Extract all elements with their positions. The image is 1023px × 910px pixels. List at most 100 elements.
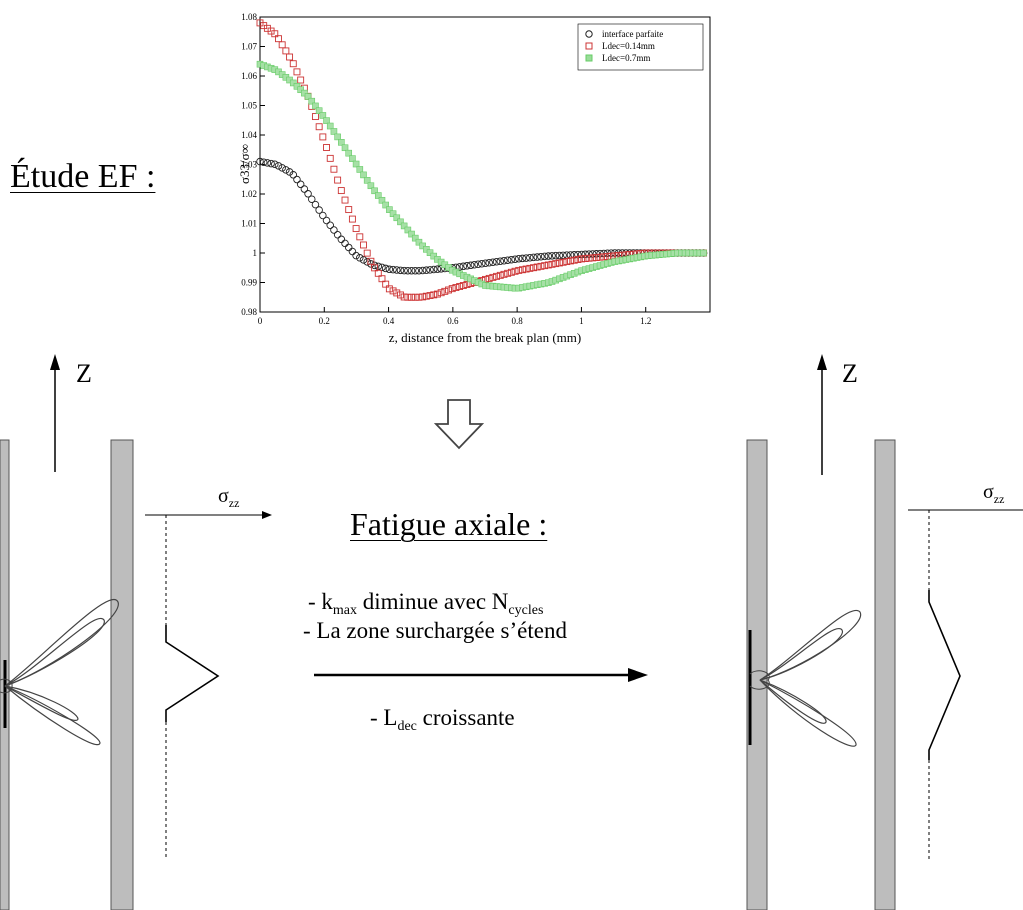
right-arrow-icon [314,668,648,682]
data-point [548,252,556,260]
data-point [511,267,519,275]
data-point [503,256,512,264]
data-point [500,270,508,278]
data-point [297,76,305,84]
data-point [319,112,327,119]
bullet-ldec: - Ldec croissante [370,705,515,734]
data-point [470,261,479,269]
legend-label-ldec07: Ldec=0.7mm [602,53,650,63]
data-point [596,253,604,261]
data-point [540,252,549,261]
data-point [411,234,419,242]
y-axis-label: σ33/σ∞ [240,144,252,184]
data-point [456,283,464,290]
data-point [389,210,397,218]
data-point [307,195,316,203]
y-tick-label: 0.98 [241,307,257,317]
data-point [256,157,264,166]
data-point [330,226,338,234]
data-point [385,265,394,274]
data-point [496,271,504,279]
data-point [463,281,471,288]
data-point [393,289,401,297]
data-point [552,260,560,268]
chart-points [256,19,708,301]
data-point [433,265,442,273]
data-point [537,262,545,270]
data-point [352,160,360,168]
data-point [333,230,342,239]
data-point [530,264,537,272]
data-point [393,266,401,274]
data-point [541,262,549,270]
data-point [348,215,356,223]
data-point [297,86,304,94]
data-point [259,158,268,166]
data-point [319,133,327,141]
data-point [489,273,497,281]
data-point [533,263,541,271]
data-point [330,165,338,173]
y-tick-label: 1.03 [241,160,257,170]
fiber-neighbor-left [110,439,134,910]
data-point [574,256,582,263]
data-point [415,238,423,246]
y-tick-label: 1.04 [241,130,257,140]
data-point [404,226,412,234]
data-point [315,107,323,114]
data-point [271,30,279,38]
data-point [389,287,397,295]
data-point [423,246,430,253]
data-point [567,257,574,265]
sigma-profile-right [928,590,961,760]
fiber-neighbor-right [874,439,896,910]
data-point [493,272,501,280]
data-point [337,187,345,195]
data-point [507,255,516,264]
data-point [485,258,493,267]
data-point [418,266,427,275]
data-point [426,266,434,274]
data-point [559,258,567,266]
data-point [522,265,530,273]
data-point [360,171,367,179]
data-point [404,266,412,275]
data-point [515,266,523,274]
data-point [544,252,553,260]
data-point [374,269,382,277]
data-point [282,47,290,55]
data-point [378,196,386,204]
data-point [422,292,430,300]
y-tick-label: 1 [253,248,258,258]
data-point [426,249,434,257]
data-point [474,260,482,269]
data-point [537,252,545,261]
data-point [581,255,589,262]
data-point [271,160,279,169]
data-point [563,258,571,266]
data-point [459,262,468,271]
data-point [496,257,505,265]
data-point [466,261,475,270]
data-point [356,166,364,173]
z-axis-label-right: Z [842,359,858,388]
x-axis-label: z, distance from the break plan (mm) [389,330,581,345]
data-point [393,214,401,222]
data-point [533,253,541,261]
data-point [400,266,408,275]
data-point [589,254,597,262]
bullet-zone: - La zone surchargée s’étend [303,618,567,643]
data-point [301,89,308,97]
data-point [341,196,349,204]
data-point [433,290,441,298]
data-point [555,251,564,260]
data-point [607,252,615,260]
data-point [588,250,597,258]
x-tick-label: 0 [258,316,263,326]
data-point [300,185,309,193]
data-point [363,258,371,266]
y-tick-label: 0.99 [241,278,257,288]
data-point [445,286,452,294]
data-point [415,266,423,275]
